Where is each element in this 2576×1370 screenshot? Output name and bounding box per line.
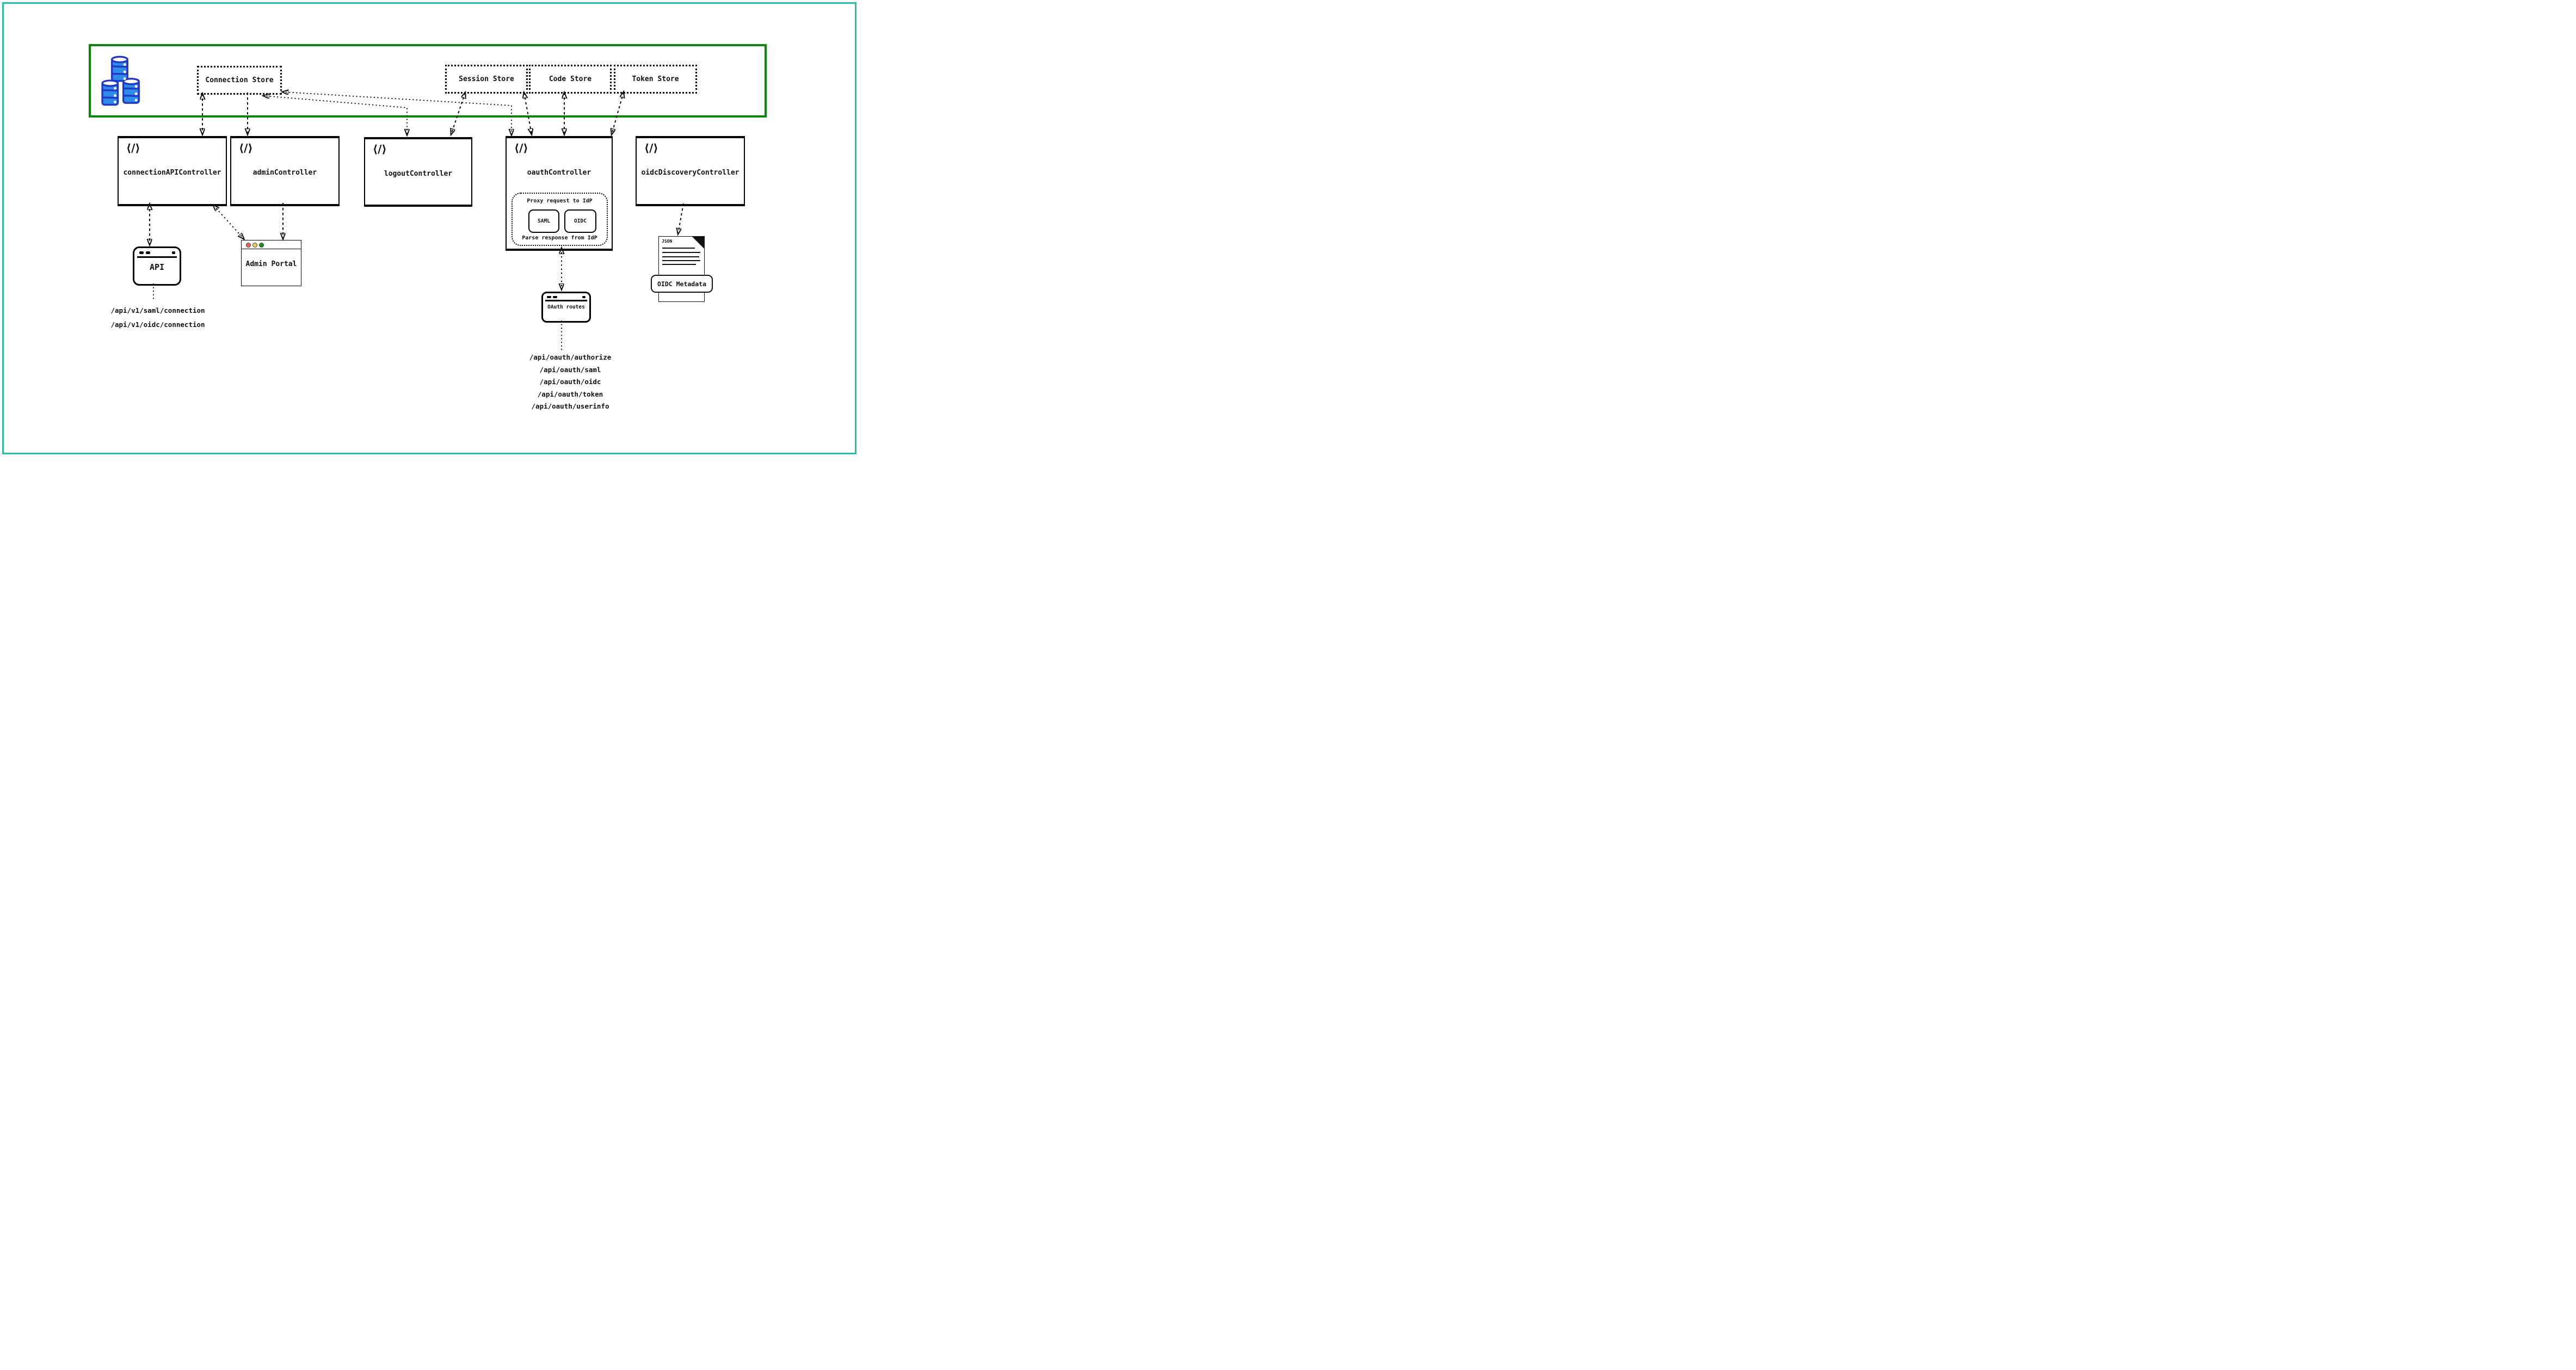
- code-store-box: Code Store: [529, 65, 612, 94]
- window-dot-icon: [172, 251, 175, 254]
- maximize-traffic-light-icon: [259, 243, 264, 248]
- code-icon: ⟨/⟩: [644, 141, 658, 155]
- admin-controller-box: ⟨/⟩ adminController: [230, 136, 340, 206]
- api-window: API: [133, 246, 181, 286]
- code-icon: ⟨/⟩: [239, 141, 253, 155]
- arrow-connection-api-controller-admin-portal: [213, 205, 244, 239]
- oauth-endpoint: /api/oauth/oidc: [539, 378, 601, 386]
- api-window-label: API: [149, 262, 165, 272]
- window-dot-icon: [582, 296, 586, 298]
- oidc-discovery-controller-label: oidcDiscoveryController: [641, 169, 739, 177]
- session-store-label: Session Store: [459, 75, 514, 83]
- document-text-line: [662, 264, 696, 265]
- token-store-label: Token Store: [632, 75, 679, 83]
- code-store-label: Code Store: [549, 75, 592, 83]
- code-icon: ⟨/⟩: [373, 143, 387, 156]
- window-dot-icon: [139, 251, 144, 254]
- api-endpoint-list: /api/v1/saml/connection /api/v1/oidc/con…: [106, 304, 210, 332]
- database-stack-icon: [101, 55, 140, 106]
- connection-api-controller-label: connectionAPIController: [123, 169, 221, 177]
- admin-portal-label: Admin Portal: [245, 260, 297, 268]
- saml-protocol-box: SAML: [528, 209, 559, 233]
- minimize-traffic-light-icon: [252, 243, 257, 248]
- oauth-endpoint-list: /api/oauth/authorize /api/oauth/saml /ap…: [516, 351, 625, 413]
- proxy-request-label: Proxy request to IdP: [527, 198, 593, 204]
- session-store-box: Session Store: [445, 65, 528, 94]
- logout-controller-label: logoutController: [384, 170, 453, 178]
- json-file-type-label: JSON: [662, 239, 673, 244]
- window-bar: [137, 256, 177, 258]
- oauth-endpoint: /api/oauth/saml: [539, 365, 601, 374]
- saml-label: SAML: [538, 218, 550, 224]
- idp-proxy-box: Proxy request to IdP SAML OIDC Parse res…: [511, 193, 608, 246]
- oidc-label: OIDC: [574, 218, 587, 224]
- connection-store-label: Connection Store: [205, 76, 274, 84]
- logout-controller-box: ⟨/⟩ logoutController: [364, 137, 472, 207]
- window-dot-icon: [146, 251, 150, 254]
- oauth-endpoint: /api/oauth/userinfo: [531, 402, 609, 410]
- document-text-line: [662, 260, 700, 261]
- admin-portal-titlebar: [242, 240, 301, 249]
- oauth-routes-label: OAuth routes: [547, 304, 585, 310]
- document-text-line: [662, 252, 700, 253]
- window-dot-icon: [547, 296, 551, 298]
- oauth-controller-label: oauthController: [527, 169, 591, 177]
- admin-portal-window: Admin Portal: [241, 240, 301, 286]
- admin-controller-label: adminController: [252, 169, 317, 177]
- oauth-endpoint: /api/oauth/token: [537, 390, 603, 398]
- architecture-diagram: Connection Store Session Store Code Stor…: [0, 0, 859, 456]
- oidc-discovery-controller-box: ⟨/⟩ oidcDiscoveryController: [636, 136, 745, 206]
- arrow-oidc-discovery-controller-json-document: [678, 203, 684, 234]
- document-text-line: [662, 248, 695, 249]
- code-icon: ⟨/⟩: [126, 141, 140, 155]
- oauth-controller-box: ⟨/⟩ oauthController Proxy request to IdP…: [506, 136, 613, 251]
- api-endpoint: /api/v1/saml/connection: [110, 306, 205, 314]
- connection-api-controller-box: ⟨/⟩ connectionAPIController: [118, 136, 227, 206]
- folded-corner-icon: [692, 236, 705, 249]
- oidc-metadata-badge: OIDC Metadata: [651, 275, 713, 293]
- document-text-line: [662, 256, 699, 257]
- connection-store-box: Connection Store: [197, 66, 282, 95]
- token-store-box: Token Store: [614, 65, 697, 94]
- oidc-protocol-box: OIDC: [564, 209, 596, 233]
- close-traffic-light-icon: [246, 243, 251, 248]
- window-bar: [545, 300, 587, 301]
- code-icon: ⟨/⟩: [514, 141, 528, 155]
- window-dot-icon: [553, 296, 557, 298]
- api-endpoint: /api/v1/oidc/connection: [110, 320, 205, 329]
- oauth-endpoint: /api/oauth/authorize: [529, 353, 612, 361]
- parse-response-label: Parse response from IdP: [522, 235, 597, 241]
- oidc-metadata-label: OIDC Metadata: [657, 280, 706, 288]
- oauth-routes-window: OAuth routes: [541, 292, 591, 323]
